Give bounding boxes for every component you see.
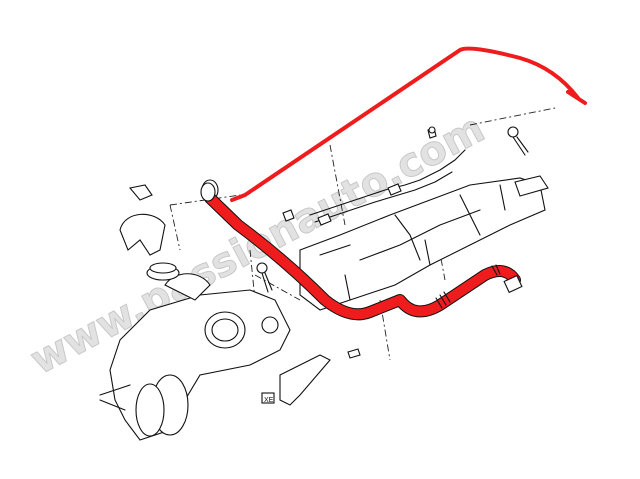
gasket-strips (282, 126, 466, 226)
intake-housing (99, 273, 291, 441)
valve-cover (299, 175, 549, 311)
bolts (256, 126, 529, 293)
breather-hoses (200, 46, 587, 321)
part-label: XE (264, 397, 274, 404)
bracket: XE (261, 348, 361, 406)
thin-breather-line (230, 46, 587, 202)
